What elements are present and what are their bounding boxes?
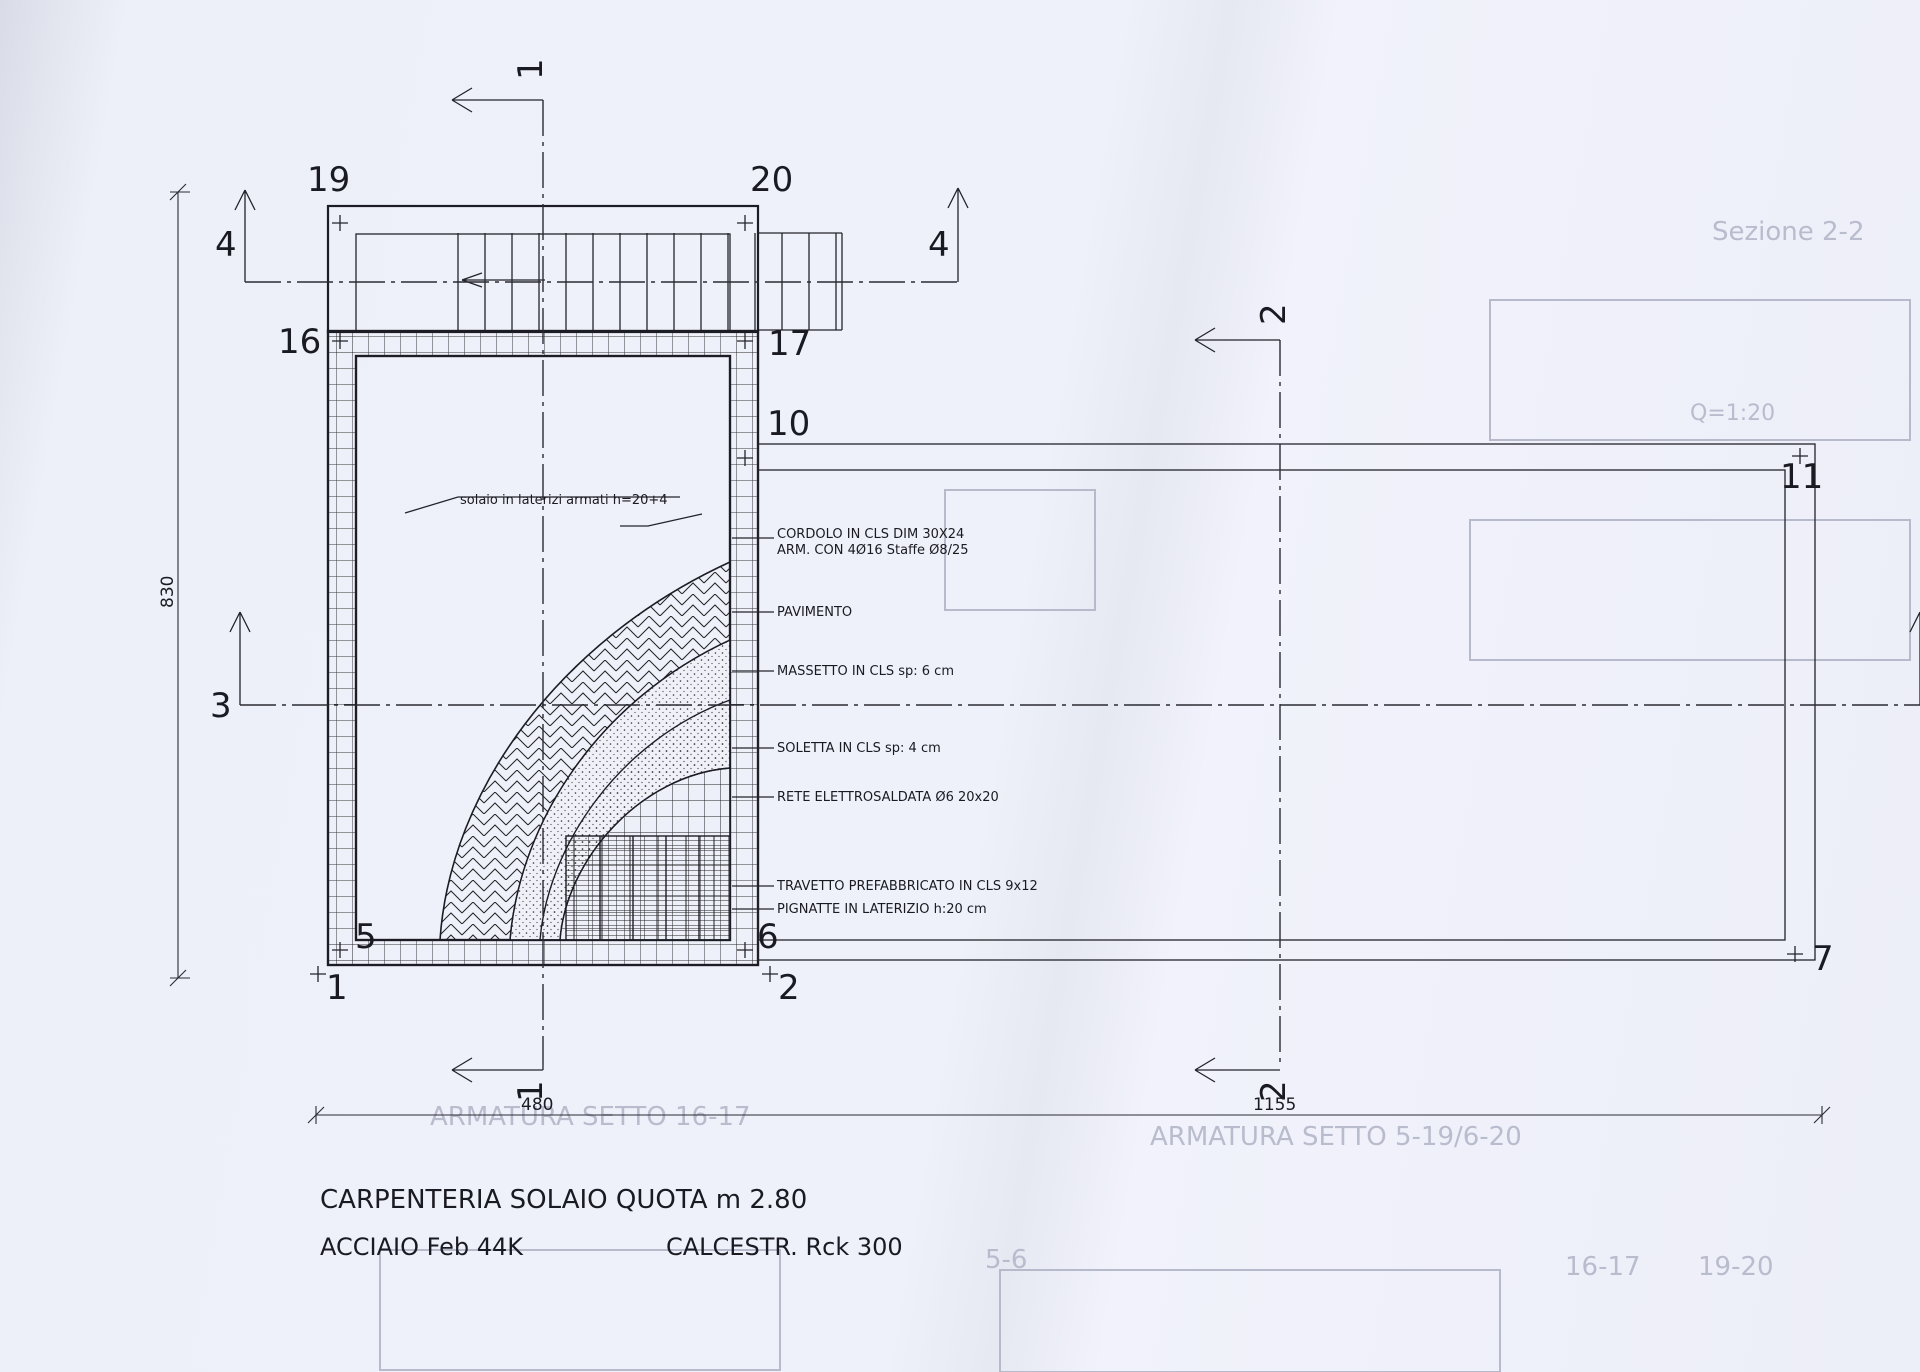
right-slab: [757, 443, 1816, 961]
stair-arrow: [461, 272, 545, 288]
label-cordolo: CORDOLO IN CLS DIM 30X24: [777, 527, 964, 542]
layer-leaders: [732, 537, 774, 910]
section-label-2-bottom: 2: [1254, 1080, 1294, 1102]
node-19: 19: [307, 160, 350, 200]
steel-spec: ACCIAIO Feb 44K: [320, 1233, 524, 1261]
corner-crosses: [310, 215, 1808, 982]
ghost-scale: Q=1:20: [1690, 401, 1775, 426]
section-label-2-top: 2: [1254, 303, 1294, 325]
ghost-caption-a: ARMATURA SETTO 16-17: [430, 1102, 751, 1132]
section-label-1-bottom: 1: [511, 1080, 551, 1102]
drawing-title: CARPENTERIA SOLAIO QUOTA m 2.80: [320, 1185, 807, 1215]
label-rete: RETE ELETTROSALDATA Ø6 20x20: [777, 790, 999, 805]
dimension-lines: 830 480 1155: [158, 183, 1831, 1124]
section-label-3: 3: [210, 686, 232, 726]
dim-height: 830: [158, 576, 178, 608]
section-axes: [240, 100, 1920, 1065]
slab-layers: [439, 560, 731, 940]
label-armatura: ARM. CON 4Ø16 Staffe Ø8/25: [777, 543, 969, 558]
dim-width-a: 480: [521, 1095, 553, 1115]
node-numbers: 19 20 16 17 10 11 5 6 7 1 2: [278, 160, 1834, 1008]
title-block: CARPENTERIA SOLAIO QUOTA m 2.80 ACCIAIO …: [320, 1185, 903, 1261]
concrete-spec: CALCESTR. Rck 300: [666, 1233, 903, 1261]
section-markers: 1 1 2 2 3 4 4: [210, 58, 1920, 1102]
slab-span-arrow: solaio in laterizi armati h=20+4: [404, 493, 703, 527]
node-10: 10: [767, 404, 810, 444]
layer-pignatte: [565, 835, 731, 940]
section-label-4-right: 4: [928, 225, 950, 265]
label-massetto: MASSETTO IN CLS sp: 6 cm: [777, 664, 954, 679]
section-label-4-left: 4: [215, 225, 237, 265]
label-travetto: TRAVETTO PREFABBRICATO IN CLS 9x12: [776, 879, 1038, 894]
node-1: 1: [326, 968, 348, 1008]
top-landing: [326, 204, 843, 334]
node-20: 20: [750, 160, 793, 200]
node-6: 6: [757, 917, 779, 957]
ghost-caption-b: ARMATURA SETTO 5-19/6-20: [1150, 1122, 1522, 1152]
label-soletta: SOLETTA IN CLS sp: 4 cm: [777, 741, 941, 756]
dim-width-b: 1155: [1253, 1095, 1296, 1115]
layer-labels: CORDOLO IN CLS DIM 30X24 ARM. CON 4Ø16 S…: [776, 527, 1038, 917]
node-17: 17: [768, 324, 811, 364]
ghost-bottom-b: 16-17: [1565, 1252, 1641, 1282]
ghost-section-title: Sezione 2-2: [1712, 217, 1864, 247]
show-through-ghost: Sezione 2-2 Q=1:20 ARMATURA SETTO 16-17 …: [379, 217, 1911, 1372]
node-7: 7: [1812, 939, 1834, 979]
node-2: 2: [778, 968, 800, 1008]
label-pignatte: PIGNATTE IN LATERIZIO h:20 cm: [777, 902, 987, 917]
ghost-bottom-c: 19-20: [1698, 1252, 1774, 1282]
node-11: 11: [1780, 457, 1823, 497]
node-16: 16: [278, 322, 321, 362]
node-5: 5: [355, 917, 377, 957]
section-label-1-top: 1: [511, 58, 551, 80]
ghost-bottom-a: 5-6: [985, 1245, 1027, 1275]
slab-note: solaio in laterizi armati h=20+4: [460, 493, 668, 508]
label-pavimento: PAVIMENTO: [777, 605, 852, 620]
